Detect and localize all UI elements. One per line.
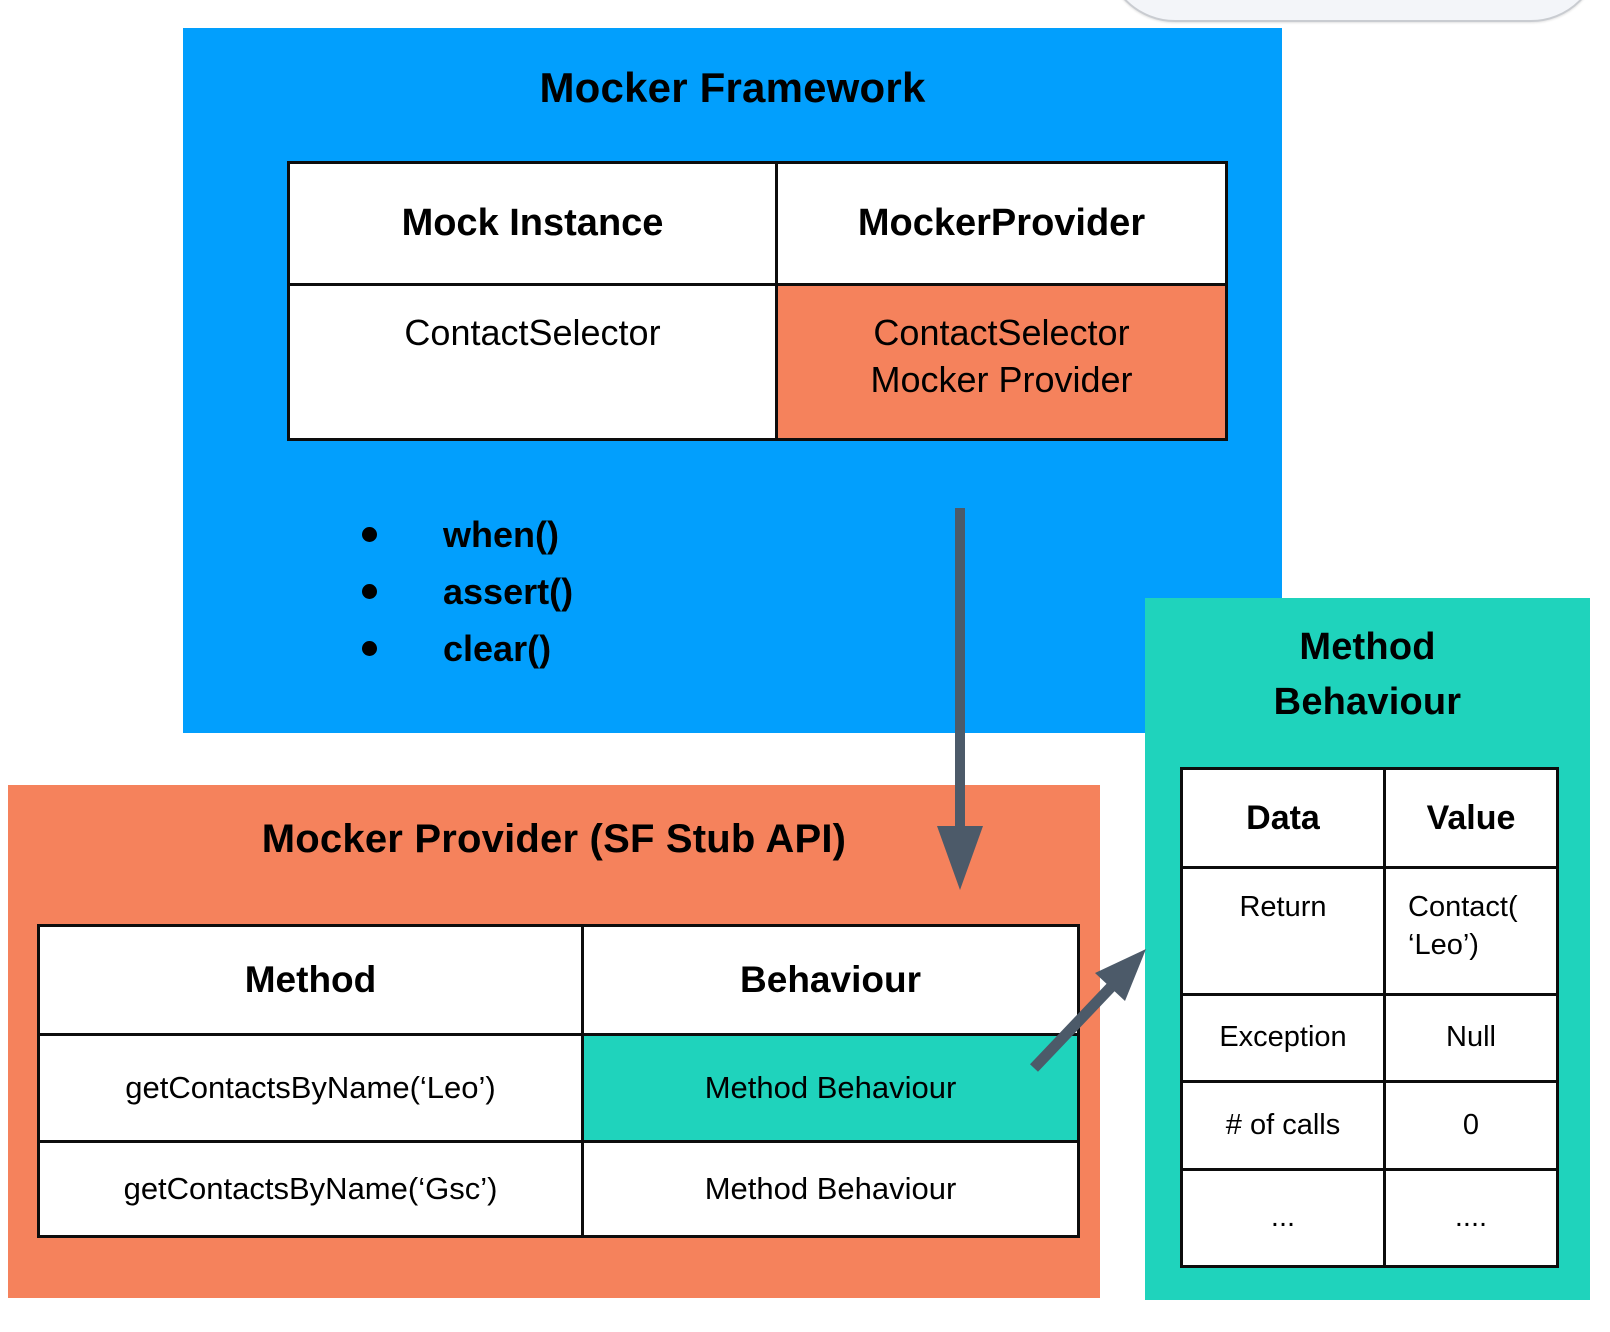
cell-contact-leo: Contact( ‘Leo’) [1383,866,1556,993]
cell-method-behaviour-leo: Method Behaviour [581,1033,1077,1140]
header-method: Method [244,958,377,1000]
title-line-1: Method [1299,626,1436,668]
method-behaviour-title: Method Behaviour [1145,620,1590,730]
header-data: Data [1246,798,1320,837]
title-line-2: Behaviour [1273,681,1462,723]
method-when: when() [443,513,559,555]
header-behaviour: Behaviour [581,927,1077,1033]
method-clear: clear() [443,627,552,669]
bullet-icon [362,641,377,656]
header-mocker-provider: MockerProvider [775,164,1225,283]
cell-line-2: Mocker Provider [870,358,1133,400]
method-assert: assert() [443,570,574,612]
header-value: Value [1383,770,1556,866]
partial-dialog-fragment [1105,0,1601,22]
behaviour-data-table: Data Value Return Contact( ‘Leo’) Except… [1180,767,1559,1268]
list-item: clear() [362,620,573,677]
value-line-2: ‘Leo’) [1408,928,1479,961]
cell-null: Null [1383,993,1556,1080]
mock-instance-table: Mock Instance MockerProvider ContactSele… [287,161,1228,441]
cell-contact-selector: ContactSelector [290,283,775,438]
cell-return: Return [1183,866,1383,993]
mocker-provider-title: Mocker Provider (SF Stub API) [261,817,847,861]
header-mock-instance: Mock Instance [401,201,664,244]
bullet-icon [362,527,377,542]
provider-methods-table: Method Behaviour getContactsByName(‘Leo’… [37,924,1080,1238]
cell-ellipsis-data: ... [1183,1168,1383,1265]
list-item: when() [362,506,573,563]
cell-ellipsis-value: .... [1383,1168,1556,1265]
cell-line-1: ContactSelector [873,312,1130,353]
cell-exception: Exception [1183,993,1383,1080]
cell-getcontactsbyname-gsc: getContactsByName(‘Gsc’) [40,1140,581,1235]
cell-getcontactsbyname-leo: getContactsByName(‘Leo’) [40,1033,581,1140]
cell-num-of-calls: # of calls [1183,1080,1383,1168]
list-item: assert() [362,563,573,620]
cell-zero: 0 [1383,1080,1556,1168]
cell-method-behaviour-gsc: Method Behaviour [581,1140,1077,1235]
bullet-icon [362,584,377,599]
mocker-framework-title: Mocker Framework [539,64,926,111]
framework-methods-list: when() assert() clear() [362,506,573,677]
value-line-1: Contact( [1408,891,1518,923]
cell-contact-selector-mocker-provider: ContactSelector Mocker Provider [775,283,1225,438]
